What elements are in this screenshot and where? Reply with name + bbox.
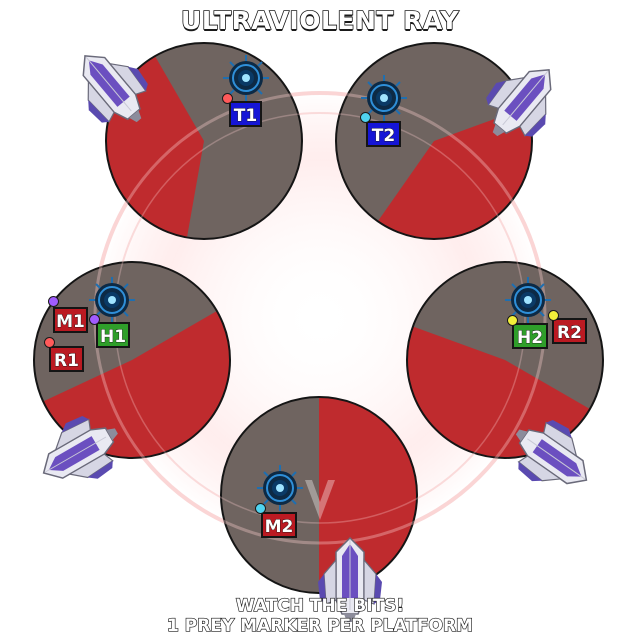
marker-dot-h2 bbox=[507, 315, 518, 326]
boss-ring-overlay-inner bbox=[114, 112, 526, 524]
marker-dot-m1 bbox=[48, 296, 59, 307]
marker-dot-t2 bbox=[360, 112, 371, 123]
boss-emblem bbox=[305, 480, 335, 520]
player-h2: H2 bbox=[512, 323, 548, 349]
mechanic-title: ULTRAVIOLENT RAY bbox=[180, 5, 459, 36]
marker-dot-r1 bbox=[44, 337, 55, 348]
player-r2: R2 bbox=[552, 318, 587, 344]
player-r1: R1 bbox=[49, 346, 84, 372]
marker-dot-r2 bbox=[548, 310, 559, 321]
platform-top-right-rim bbox=[335, 42, 533, 240]
platform-left-rim bbox=[33, 261, 231, 459]
platform-top-right-danger-zone bbox=[375, 106, 532, 239]
platform-right-rim bbox=[406, 261, 604, 459]
footer-line-2: 1 PREY MARKER PER PLATFORM bbox=[166, 615, 473, 636]
marker-dot-h1 bbox=[89, 314, 100, 325]
player-m2: M2 bbox=[261, 512, 297, 538]
player-t2: T2 bbox=[366, 121, 401, 147]
platform-bottom-rim bbox=[220, 396, 418, 594]
footer-line-1: WATCH THE BITS! bbox=[235, 595, 405, 616]
marker-dot-m2 bbox=[255, 503, 266, 514]
player-m1: M1 bbox=[53, 307, 88, 333]
platform-top-left-rim bbox=[105, 42, 303, 240]
player-t1: T1 bbox=[229, 101, 262, 127]
player-h1: H1 bbox=[96, 322, 130, 348]
marker-dot-t1 bbox=[222, 93, 233, 104]
